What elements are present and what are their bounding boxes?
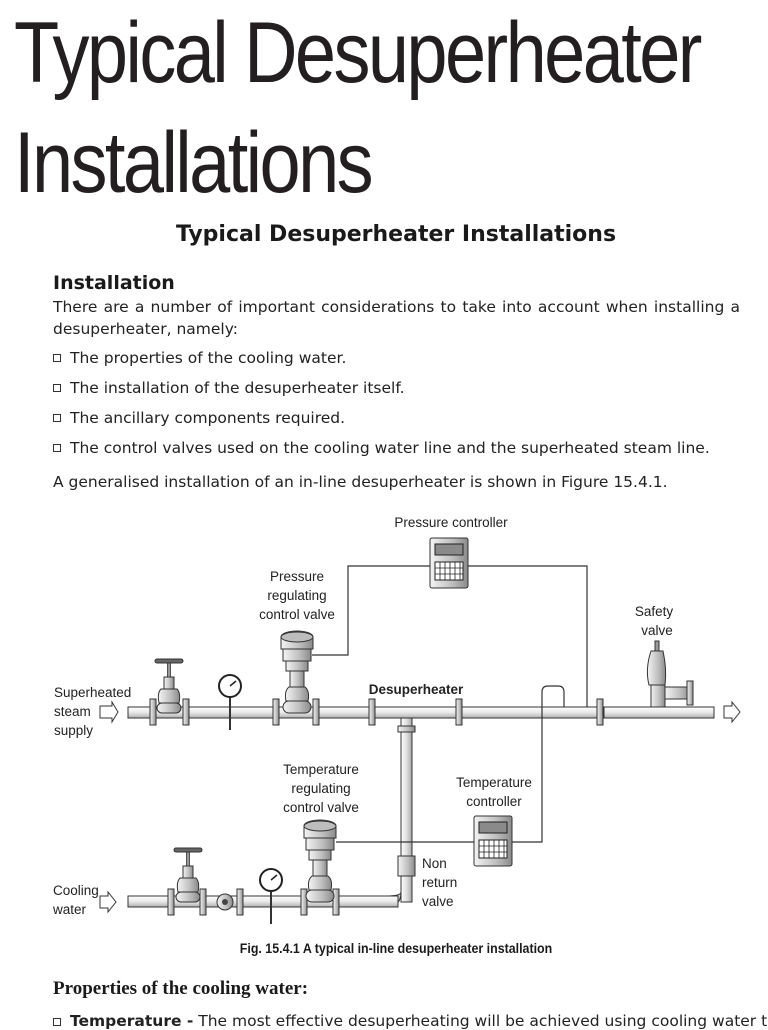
prv-label-3: control valve bbox=[259, 607, 335, 622]
considerations-list: The properties of the cooling water. The… bbox=[53, 347, 753, 467]
steam-line-pipe bbox=[127, 706, 601, 719]
nrv-label-1: Non bbox=[422, 856, 447, 871]
isolation-valve-icon bbox=[154, 658, 184, 714]
steam-outlet-arrow-icon bbox=[723, 700, 741, 724]
prv-label-2: regulating bbox=[267, 588, 326, 603]
page-title-line-2: Installations bbox=[14, 115, 374, 211]
prv-label-1: Pressure bbox=[270, 569, 324, 584]
steam-inlet-arrow-icon bbox=[99, 700, 119, 724]
figure-caption: Fig. 15.4.1 A typical in-line desuperhea… bbox=[239, 941, 553, 956]
pressure-control-valve-icon bbox=[280, 630, 314, 714]
temperature-term: Temperature - bbox=[70, 1012, 194, 1030]
nrv-label-3: valve bbox=[422, 894, 454, 909]
temperature-text: The most effective desuperheating will b… bbox=[193, 1012, 768, 1030]
cooling-isolation-valve-icon bbox=[173, 847, 203, 903]
page-title-line-1: Typical Desuperheater bbox=[14, 5, 702, 101]
tcv-label-3: control valve bbox=[283, 800, 359, 815]
temperature-control-valve-icon bbox=[303, 819, 337, 903]
safety-valve-label-1: Safety bbox=[635, 604, 674, 619]
square-bullet-icon bbox=[53, 384, 61, 392]
cooling-water-heading: Properties of the cooling water: bbox=[53, 978, 309, 999]
pressure-controller-icon bbox=[429, 537, 469, 589]
temperature-bullet: Temperature - The most effective desuper… bbox=[53, 1012, 768, 1030]
safety-valve-label-2: valve bbox=[641, 623, 673, 638]
installation-diagram: Pressure controller Pressure regulating … bbox=[52, 515, 741, 925]
list-item: The properties of the cooling water. bbox=[53, 347, 753, 377]
cooling-water-pipe bbox=[127, 895, 399, 908]
figure-reference-text: A generalised installation of an in-line… bbox=[53, 473, 668, 491]
subtitle: Typical Desuperheater Installations bbox=[175, 222, 617, 247]
tcv-label-1: Temperature bbox=[283, 762, 359, 777]
tcv-label-2: regulating bbox=[291, 781, 350, 796]
temperature-controller-label-2: controller bbox=[466, 794, 522, 809]
temperature-controller-icon bbox=[473, 815, 513, 867]
nrv-label-2: return bbox=[422, 875, 457, 890]
list-item: The control valves used on the cooling w… bbox=[53, 437, 753, 467]
strainer-icon bbox=[216, 893, 234, 911]
square-bullet-icon bbox=[53, 354, 61, 362]
pressure-controller-label: Pressure controller bbox=[394, 515, 508, 530]
square-bullet-icon bbox=[53, 414, 61, 422]
intro-paragraph: There are a number of important consider… bbox=[53, 298, 740, 338]
cooling-water-label-2: water bbox=[52, 902, 87, 917]
section-heading: Installation bbox=[53, 272, 175, 294]
safety-valve-icon bbox=[646, 640, 694, 708]
cooling-water-arrow-icon bbox=[99, 890, 117, 914]
cooling-water-label-1: Cooling bbox=[53, 883, 99, 898]
desuperheater-label: Desuperheater bbox=[369, 682, 464, 697]
non-return-valve-icon bbox=[397, 855, 416, 877]
list-item: The ancillary components required. bbox=[53, 407, 753, 437]
steam-supply-label-3: supply bbox=[54, 723, 93, 738]
steam-outlet-pipe bbox=[603, 706, 715, 719]
steam-supply-label-2: steam bbox=[54, 704, 91, 719]
list-item: The installation of the desuperheater it… bbox=[53, 377, 753, 407]
temperature-controller-label-1: Temperature bbox=[456, 775, 532, 790]
square-bullet-icon bbox=[53, 1017, 61, 1026]
square-bullet-icon bbox=[53, 444, 61, 452]
pressure-gauge-icon bbox=[218, 674, 242, 731]
steam-supply-label-1: Superheated bbox=[54, 685, 131, 700]
